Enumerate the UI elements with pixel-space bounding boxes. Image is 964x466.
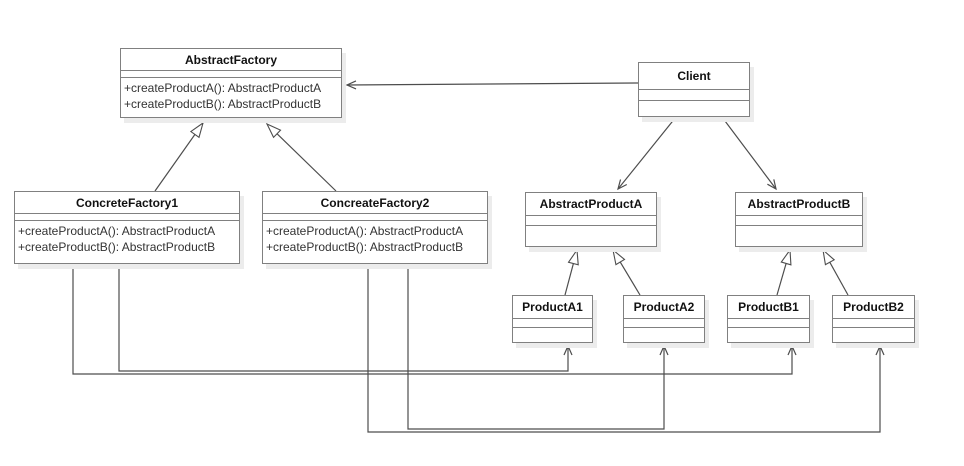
class-methods-section bbox=[736, 226, 862, 246]
method: +createProductB(): AbstractProductB bbox=[18, 240, 216, 254]
edge-generalization-concreatefactory2-abstractfactory bbox=[265, 122, 337, 192]
class-title: ConcreateFactory2 bbox=[263, 192, 487, 214]
class-methods-section: +createProductA(): AbstractProductA +cre… bbox=[121, 78, 341, 117]
class-title: AbstractProductB bbox=[736, 193, 862, 216]
class-title: ProductB2 bbox=[833, 296, 914, 319]
class-attributes-section bbox=[263, 214, 487, 221]
class-abstractfactory: AbstractFactory +createProductA(): Abstr… bbox=[120, 48, 342, 118]
class-producta2: ProductA2 bbox=[623, 295, 705, 343]
class-concretefactory1: ConcreteFactory1 +createProductA(): Abst… bbox=[14, 191, 240, 264]
edge-generalization-productb2-abstractproductb bbox=[822, 248, 849, 296]
class-title: ConcreteFactory1 bbox=[15, 192, 239, 214]
class-productb2: ProductB2 bbox=[832, 295, 915, 343]
class-title: ProductA1 bbox=[513, 296, 592, 319]
edge-generalization-concretefactory1-abstractfactory bbox=[154, 121, 204, 192]
class-title: AbstractFactory bbox=[121, 49, 341, 71]
method: +createProductB(): AbstractProductB bbox=[266, 240, 464, 254]
class-methods-section bbox=[833, 328, 914, 342]
class-attributes-section bbox=[833, 319, 914, 328]
class-methods-section: +createProductA(): AbstractProductA +cre… bbox=[15, 221, 239, 263]
class-attributes-section bbox=[728, 319, 809, 328]
edge-creates-concretefactory1-producta1 bbox=[118, 264, 573, 372]
method: +createProductA(): AbstractProductA bbox=[266, 224, 464, 238]
edge-generalization-producta2-abstractproducta bbox=[612, 248, 641, 296]
class-title: ProductB1 bbox=[728, 296, 809, 319]
class-attributes-section bbox=[639, 90, 749, 101]
class-methods-section bbox=[639, 101, 749, 116]
class-abstractproducta: AbstractProductA bbox=[525, 192, 657, 247]
class-title: ProductA2 bbox=[624, 296, 704, 319]
class-methods-section bbox=[526, 226, 656, 246]
class-attributes-section bbox=[624, 319, 704, 328]
class-producta1: ProductA1 bbox=[512, 295, 593, 343]
class-title: AbstractProductA bbox=[526, 193, 656, 216]
class-methods-section: +createProductA(): AbstractProductA +cre… bbox=[263, 221, 487, 263]
method: +createProductA(): AbstractProductA bbox=[124, 81, 322, 95]
edge-association-client-abstractfactory bbox=[345, 80, 639, 90]
class-methods-section bbox=[624, 328, 704, 342]
class-productb1: ProductB1 bbox=[727, 295, 810, 343]
class-methods-section bbox=[513, 328, 592, 342]
method: +createProductB(): AbstractProductB bbox=[124, 97, 322, 111]
edge-creates-concretefactory1-productb1 bbox=[72, 264, 797, 375]
edge-creates-concreatefactory2-producta2 bbox=[407, 264, 669, 430]
class-attributes-section bbox=[121, 71, 341, 78]
class-abstractproductb: AbstractProductB bbox=[735, 192, 863, 247]
class-attributes-section bbox=[15, 214, 239, 221]
class-methods-section bbox=[728, 328, 809, 342]
method: +createProductA(): AbstractProductA bbox=[18, 224, 216, 238]
class-title: Client bbox=[639, 63, 749, 90]
edge-creates-concreatefactory2-productb2 bbox=[367, 264, 885, 433]
edge-generalization-producta1-abstractproducta bbox=[564, 248, 579, 296]
class-attributes-section bbox=[526, 216, 656, 226]
class-attributes-section bbox=[513, 319, 592, 328]
edge-generalization-productb1-abstractproductb bbox=[776, 248, 792, 296]
edge-association-client-abstractproducta bbox=[617, 116, 677, 191]
edge-association-client-abstractproductb bbox=[721, 116, 777, 191]
class-client: Client bbox=[638, 62, 750, 117]
class-attributes-section bbox=[736, 216, 862, 226]
class-concreatefactory2: ConcreateFactory2 +createProductA(): Abs… bbox=[262, 191, 488, 264]
